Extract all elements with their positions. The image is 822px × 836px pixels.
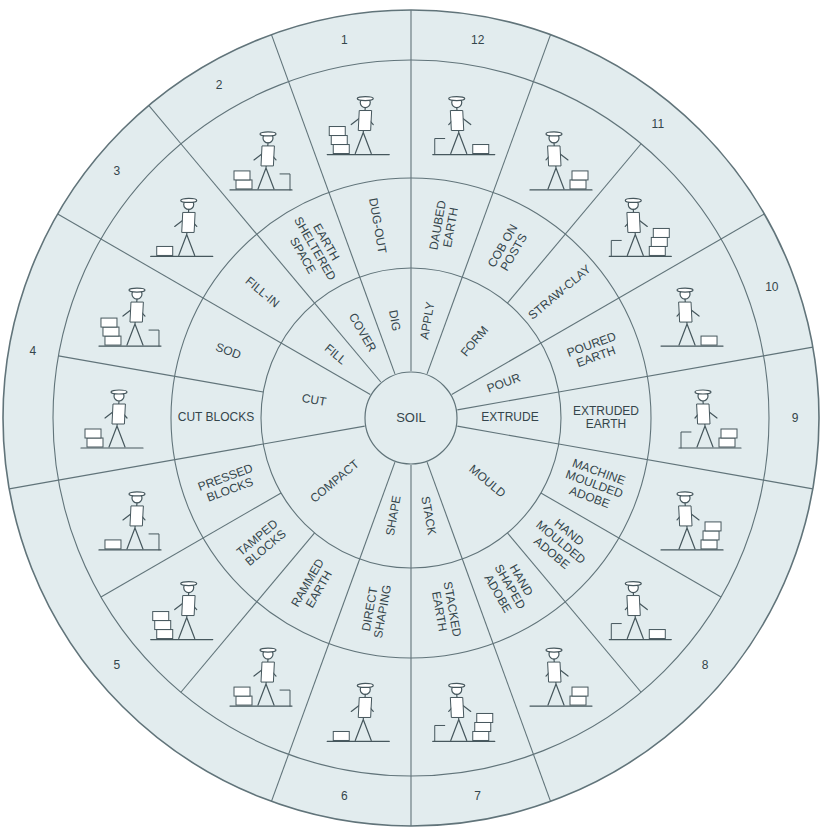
verb-divider [410,465,411,568]
soil-circle: SOIL [364,371,458,465]
callout-number: 7 [474,789,481,803]
technique-divider [410,568,411,776]
worker-figure [327,97,389,155]
verb-divider [457,392,558,410]
number-divider [271,754,288,801]
wheel-disc [3,10,819,826]
worker-figure [433,97,495,155]
illustrations [81,97,741,742]
ring-line [261,268,561,568]
number-divider [271,35,288,82]
callout-number: 2 [216,78,223,92]
number-divider [410,776,411,826]
technique-sector: CUT BLOCKS [173,411,259,424]
worker-figure [609,582,671,640]
callout-number: 6 [341,789,348,803]
verb-divider [263,426,364,444]
callout-number: 12 [471,33,484,47]
number-divider [533,754,550,801]
ring-line [53,60,769,776]
verb-divider [410,268,411,371]
callout-number: 8 [702,658,709,672]
worker-figure [530,132,592,190]
worker-figure [151,582,213,640]
callout-number: 1 [341,33,348,47]
worker-figure [230,132,292,190]
worker-figure [530,648,592,706]
worker-figure [99,492,161,550]
worker-figure [151,198,213,256]
number-divider [764,347,813,356]
number-divider [764,480,813,489]
callout-number: 3 [113,164,120,178]
number-divider [9,480,58,489]
worker-figure [661,288,723,346]
callout-number: 10 [765,280,778,294]
sector-label: EXTRUDE [469,411,551,424]
worker-figure [99,288,161,346]
worker-figure [679,390,741,448]
action-sector: EXTRUDE [469,411,551,424]
callout-number: 4 [29,344,36,358]
verb-divider [457,426,558,444]
technique-sector: EXTRUDED EARTH [563,405,649,432]
number-divider [58,214,101,239]
worker-figure [433,683,495,741]
worker-figure [609,198,671,256]
sector-label: EXTRUDED EARTH [563,405,649,432]
technique-divider [58,356,263,392]
number-divider [533,35,550,82]
technique-divider [410,60,411,268]
worker-figure [81,390,143,448]
callout-number: 5 [113,658,120,672]
center-label: SOIL [396,411,426,426]
sector-label: CUT BLOCKS [173,411,259,424]
number-divider [410,10,411,60]
callout-number: 9 [792,411,799,425]
worker-figure [327,683,389,741]
worker-figure [230,648,292,706]
callout-number: 11 [652,117,664,131]
number-divider [149,105,181,143]
worker-figure [661,492,723,550]
number-divider [721,214,764,239]
